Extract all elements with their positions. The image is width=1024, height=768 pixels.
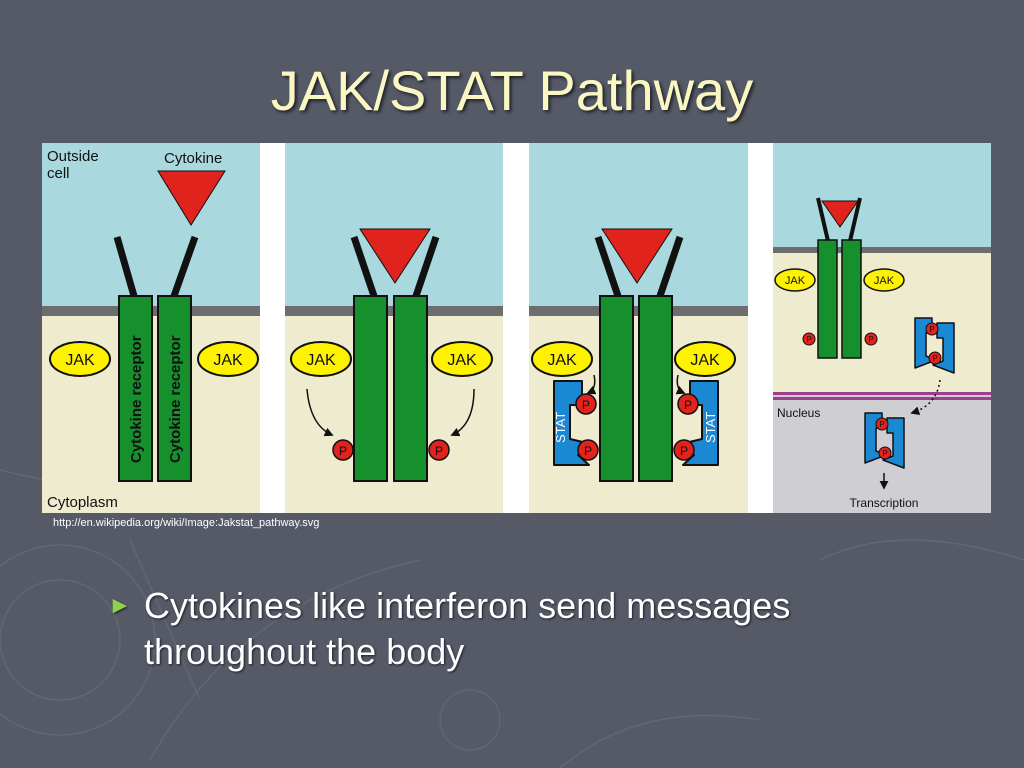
jak-right xyxy=(863,268,905,292)
transcription-label: Transcription xyxy=(850,496,919,510)
nucleus-label: Nucleus xyxy=(777,406,820,420)
jak-right xyxy=(674,341,736,377)
phosphorylation-arrow-right xyxy=(450,388,475,437)
cytokine-receptor-left xyxy=(599,295,634,482)
triangle-bullet-icon: ► xyxy=(108,592,132,619)
phosphate-label: P xyxy=(435,444,443,458)
receptor-arm-right xyxy=(656,235,684,298)
phosphate xyxy=(577,439,599,461)
receptor-arm-left xyxy=(816,197,830,242)
bullet-point: ► Cytokines like interferon send message… xyxy=(108,583,908,675)
jak-stat-diagram: Outside cell Cytokine Cytokine receptor … xyxy=(42,143,991,513)
cytokine-receptor-right xyxy=(841,239,862,359)
phosphate-label: P xyxy=(882,449,887,458)
outside-cell-region xyxy=(285,143,503,309)
jak-label: JAK xyxy=(65,352,95,369)
jak-right xyxy=(197,341,259,377)
stat-arrow-left xyxy=(586,374,597,395)
phosphate-label: P xyxy=(879,420,884,429)
panel-3-stat-binding: JAK JAK STAT STAT P P P P xyxy=(529,143,748,513)
cytokine-triangle xyxy=(601,228,673,284)
cytokine-triangle xyxy=(359,228,431,284)
phosphate-label: P xyxy=(584,444,592,458)
jak-label: JAK xyxy=(447,352,477,369)
phosphate xyxy=(677,393,699,415)
jak-left xyxy=(290,341,352,377)
jak-left xyxy=(774,268,816,292)
cytokine-receptor-left xyxy=(817,239,838,359)
panel-4-nucleus: JAK JAK P P P P Nucleus xyxy=(773,143,991,513)
panel-1-unbound: Outside cell Cytokine Cytokine receptor … xyxy=(42,143,260,513)
phosphate xyxy=(673,439,695,461)
outside-cell-region xyxy=(773,143,991,250)
cytokine-triangle xyxy=(821,200,859,228)
stat-dimer-cytoplasm: P P xyxy=(914,317,955,374)
cytokine-receptor-right xyxy=(393,295,428,482)
phosphate-label: P xyxy=(684,398,692,412)
phosphate xyxy=(802,332,816,346)
stat-label: STAT xyxy=(553,412,568,443)
outside-cell-label: Outside xyxy=(47,148,99,165)
phosphate-right xyxy=(428,439,450,461)
translocation-arrow xyxy=(910,379,941,416)
phosphate-label: P xyxy=(868,335,873,344)
receptor-arm-right xyxy=(848,197,862,242)
phosphate-label: P xyxy=(929,325,934,334)
cytokine-receptor-left xyxy=(353,295,388,482)
jak-label: JAK xyxy=(874,275,895,287)
receptor-arm-left xyxy=(594,235,622,298)
phosphate-label: P xyxy=(680,444,688,458)
stat-dimer-nucleus: P P xyxy=(864,412,905,469)
cytokine-receptor-right xyxy=(157,295,192,482)
jak-right xyxy=(431,341,493,377)
phosphorylation-arrow-left xyxy=(306,388,334,437)
cytokine-receptor-left xyxy=(118,295,153,482)
phosphate xyxy=(864,332,878,346)
jak-label: JAK xyxy=(213,352,243,369)
image-credit-url: http://en.wikipedia.org/wiki/Image:Jakst… xyxy=(53,517,320,529)
jak-label: JAK xyxy=(785,275,806,287)
jak-left xyxy=(531,341,593,377)
cytokine-label: Cytokine xyxy=(164,150,222,167)
phosphate-label: P xyxy=(806,335,811,344)
panel-2-bound: JAK JAK P P xyxy=(285,143,503,513)
receptor-label-right: Cytokine receptor xyxy=(167,335,184,463)
receptor-arm-left xyxy=(350,235,378,298)
nuclear-envelope-outer xyxy=(773,392,991,395)
receptor-arm-right xyxy=(412,235,440,298)
jak-label: JAK xyxy=(547,352,577,369)
stat-arrow-right xyxy=(675,374,686,395)
outside-cell-label-line2: cell xyxy=(47,165,70,182)
phosphate-label: P xyxy=(582,398,590,412)
bullet-text: Cytokines like interferon send messages … xyxy=(144,585,791,672)
outside-cell-region xyxy=(529,143,748,309)
jak-left xyxy=(49,341,111,377)
receptor-label-left: Cytokine receptor xyxy=(128,335,145,463)
phosphate-label: P xyxy=(932,354,937,363)
cell-membrane xyxy=(773,247,991,253)
cytokine-triangle xyxy=(157,170,226,226)
jak-label: JAK xyxy=(690,352,720,369)
outside-cell-region xyxy=(42,143,260,309)
nuclear-envelope-inner xyxy=(773,397,991,400)
receptor-arm-left xyxy=(113,236,138,297)
phosphate xyxy=(575,393,597,415)
slide-title: JAK/STAT Pathway xyxy=(270,59,754,122)
receptor-arm-right xyxy=(170,235,199,298)
phosphate-left xyxy=(332,439,354,461)
cytokine-receptor-right xyxy=(638,295,673,482)
jak-label: JAK xyxy=(306,352,336,369)
stat-label: STAT xyxy=(703,412,718,443)
phosphate-label: P xyxy=(339,444,347,458)
cytoplasm-label: Cytoplasm xyxy=(47,494,118,511)
